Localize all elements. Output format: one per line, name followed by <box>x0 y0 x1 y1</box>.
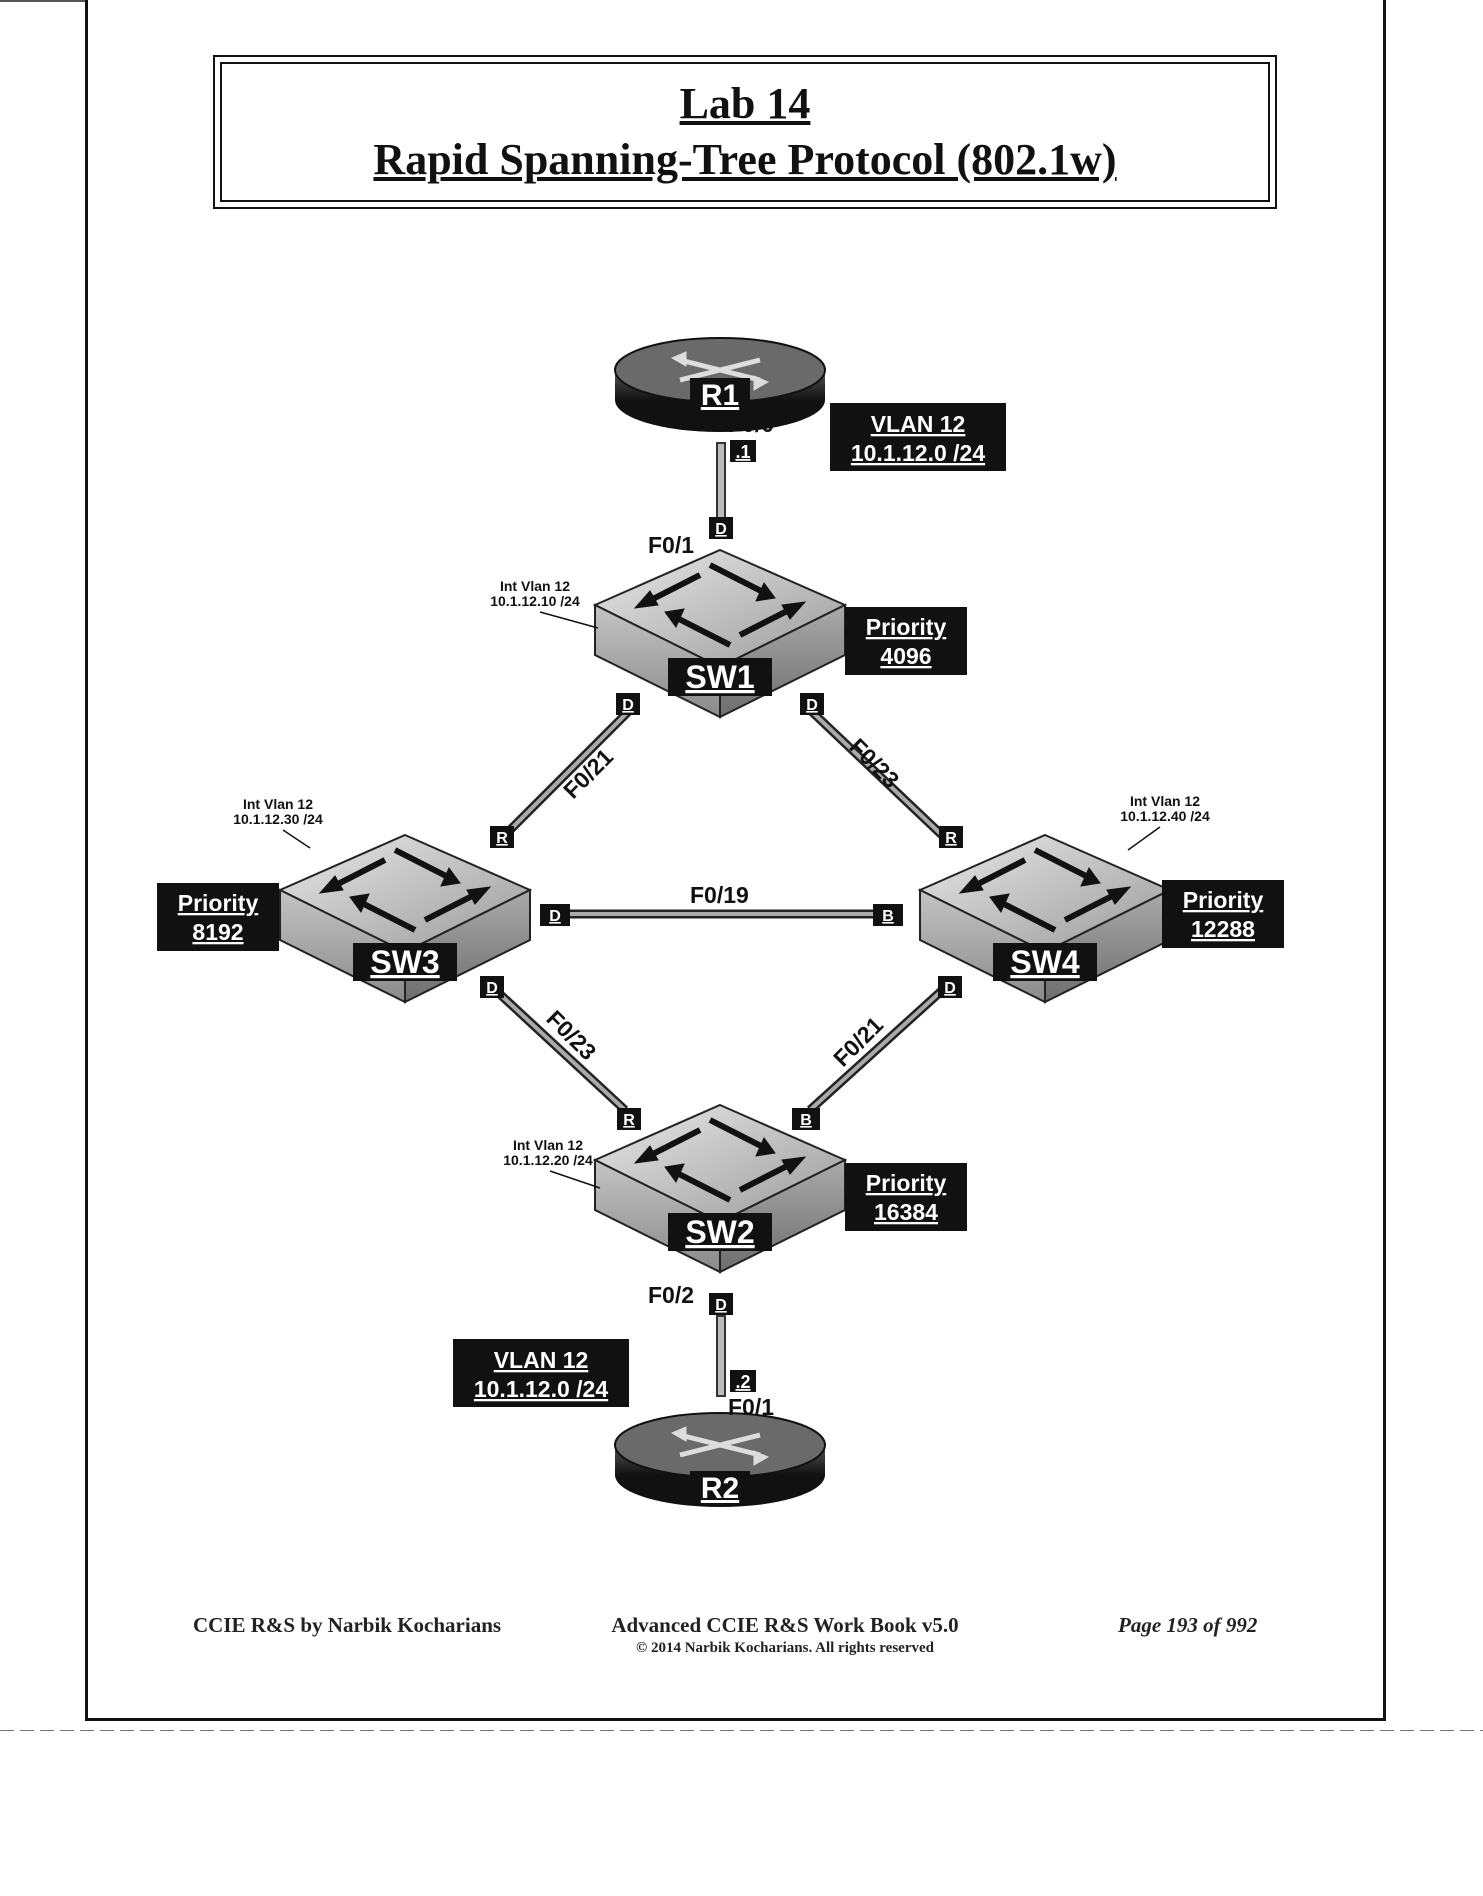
sw1-uplink-interface: F0/1 <box>648 532 694 558</box>
vlan-box-bottom-line1: VLAN 12 <box>494 1347 589 1373</box>
r2-host-ip: .2 <box>735 1372 750 1392</box>
sw1-svi-label: Int Vlan 12 <box>500 578 570 594</box>
vlan-box-top <box>830 403 1006 471</box>
sw1-priority-value: 4096 <box>880 643 931 669</box>
title-box-inner: Lab 14 Rapid Spanning-Tree Protocol (802… <box>220 62 1270 202</box>
sw2-uplink-interface: F0/2 <box>648 1282 694 1308</box>
sw1-priority-label: Priority <box>866 614 947 640</box>
sw2-name: SW2 <box>685 1214 754 1250</box>
sw4-svi-ip: 10.1.12.40 /24 <box>1120 808 1210 824</box>
port-role-sw1-sw3: D <box>622 697 634 714</box>
port-role-sw3-sw4: D <box>549 908 561 925</box>
sw3-priority-value: 8192 <box>192 919 243 945</box>
sw3-svi-label: Int Vlan 12 <box>243 796 313 812</box>
r1-name: R1 <box>701 379 739 412</box>
port-role-sw2-r2: D <box>715 1297 727 1314</box>
footer-book: Advanced CCIE R&S Work Book v5.0 © 2014 … <box>575 1613 995 1657</box>
port-role-sw4-sw2: D <box>944 980 956 997</box>
sw1-priority-box <box>845 607 967 675</box>
lab-topic-title: Rapid Spanning-Tree Protocol (802.1w) <box>373 135 1117 184</box>
port-role-sw1-sw4: D <box>806 697 818 714</box>
sw4-priority-label: Priority <box>1183 887 1264 913</box>
sw2-svi-label: Int Vlan 12 <box>513 1137 583 1153</box>
sw2-priority-value: 16384 <box>874 1199 938 1225</box>
r2-interface: F0/1 <box>728 1394 774 1420</box>
footer-page-number: Page 193 of 992 <box>1118 1613 1258 1637</box>
sw2-priority-box <box>845 1163 967 1231</box>
sw3-name: SW3 <box>370 944 439 980</box>
r1-interface: F0/0 <box>728 411 774 437</box>
sw1-svi-ip: 10.1.12.10 /24 <box>490 593 580 609</box>
link-sw2-r2 <box>716 1315 726 1397</box>
sw2-priority-label: Priority <box>866 1170 947 1196</box>
sw3-priority-box <box>157 883 279 951</box>
page-frame <box>85 0 1386 1721</box>
scan-edge-line <box>0 0 85 2</box>
lab-number-title: Lab 14 <box>679 79 811 128</box>
port-role-sw3-sw2: D <box>486 980 498 997</box>
port-role-sw4-sw3: B <box>882 908 894 925</box>
scan-bottom-line <box>0 1730 1483 1731</box>
sw4-priority-value: 12288 <box>1191 916 1255 942</box>
sw4-svi-label: Int Vlan 12 <box>1130 793 1200 809</box>
port-role-sw2-sw4: B <box>800 1112 812 1129</box>
footer-book-title: Advanced CCIE R&S Work Book v5.0 <box>611 1613 959 1637</box>
vlan-box-bottom <box>453 1339 629 1407</box>
port-role-sw4-sw1: R <box>945 830 957 847</box>
link-sw3-sw4-label: F0/19 <box>690 882 749 908</box>
footer-author: CCIE R&S by Narbik Kocharians <box>193 1613 502 1637</box>
port-role-sw2-sw3: R <box>623 1112 635 1129</box>
r2-name: R2 <box>701 1472 739 1505</box>
sw3-priority-label: Priority <box>178 890 259 916</box>
sw2-svi-ip: 10.1.12.20 /24 <box>503 1152 593 1168</box>
sw1-name: SW1 <box>685 659 754 695</box>
vlan-box-bottom-line2: 10.1.12.0 /24 <box>474 1376 608 1402</box>
vlan-box-top-line2: 10.1.12.0 /24 <box>851 440 985 466</box>
sw3-svi-ip: 10.1.12.30 /24 <box>233 811 323 827</box>
title-box: Lab 14 Rapid Spanning-Tree Protocol (802… <box>213 55 1277 209</box>
sw4-name: SW4 <box>1010 944 1080 980</box>
footer-copyright: © 2014 Narbik Kocharians. All rights res… <box>635 1640 934 1656</box>
port-role-sw3-sw1: R <box>496 830 508 847</box>
sw4-priority-box <box>1162 880 1284 948</box>
vlan-box-top-line1: VLAN 12 <box>871 411 966 437</box>
r1-host-ip: .1 <box>735 442 750 462</box>
link-sw1-sw4-label: F0/23 <box>844 733 904 793</box>
port-role-sw1-r1: D <box>715 521 727 538</box>
link-r1-sw1 <box>716 442 726 524</box>
